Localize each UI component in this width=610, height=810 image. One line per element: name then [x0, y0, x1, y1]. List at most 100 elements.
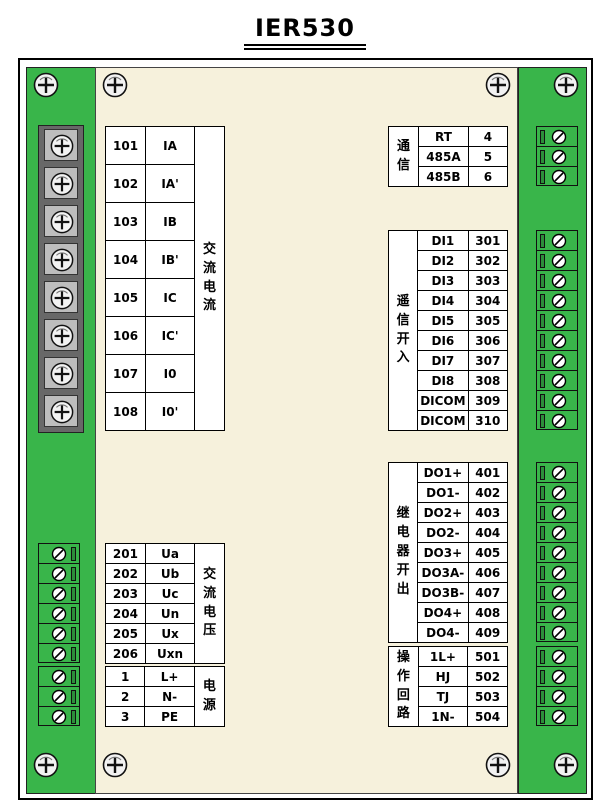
connector-screw-icon [39, 604, 79, 624]
signal-name: DO2+ [417, 502, 469, 523]
signal-name: 1N- [417, 706, 469, 727]
operation_loop-label: 操作回路 [389, 649, 417, 724]
plug-connector-block [536, 230, 578, 430]
signal-name: TJ [417, 686, 469, 707]
terminal-number: 103 [104, 202, 147, 241]
panel-screw-icon [102, 752, 128, 778]
signal-name: IA' [145, 164, 196, 203]
connector-screw-icon [537, 667, 577, 687]
table-row: DO3+405 [389, 542, 508, 563]
signal-name: Un [144, 603, 196, 624]
signal-name: DO1- [417, 482, 469, 503]
title-underline-2 [244, 48, 366, 50]
terminal-number: 105 [104, 278, 147, 317]
signal-name: DI2 [417, 250, 469, 271]
terminal-number: 104 [104, 240, 147, 279]
terminal-number: 303 [467, 270, 509, 291]
terminal-number: 107 [104, 354, 147, 393]
relay_output-label-char: 出 [396, 581, 410, 597]
terminal-number: 307 [467, 350, 509, 371]
signal-name: IB' [145, 240, 196, 279]
signal-name: IA [145, 126, 196, 165]
signal-name: DO2- [417, 522, 469, 543]
terminal-number: 108 [104, 392, 147, 431]
signal-name: IC' [145, 316, 196, 355]
rail-screw-icon [553, 752, 579, 778]
signal-name: DO3+ [417, 542, 469, 563]
connector-screw-icon [537, 687, 577, 707]
signal-name: N- [144, 686, 195, 707]
connector-screw-icon [39, 564, 79, 584]
signal-name: 485A [417, 146, 469, 167]
connector-screw-icon [537, 147, 577, 167]
power-group-cell: 电源 [193, 666, 226, 727]
connector-screw-icon [537, 271, 577, 291]
table-row: DO2-404 [389, 522, 508, 543]
signal-name: IC [145, 278, 196, 317]
connector-screw-icon [537, 523, 577, 543]
terminal-number: 407 [467, 582, 508, 603]
signal-name: DO1+ [417, 462, 469, 483]
terminal-number: 305 [467, 310, 509, 331]
binary_input-label-char: 信 [396, 312, 410, 328]
terminal-number: 203 [105, 583, 146, 604]
connector-screw-icon [39, 544, 79, 564]
device-title: IER530 [255, 14, 355, 42]
ac_current-label-char: 交 [203, 241, 217, 257]
terminal-number: 206 [105, 643, 146, 664]
ac_voltage-label-char: 压 [203, 623, 217, 639]
relay_output-label: 继电器开出 [390, 505, 417, 599]
table-row: 1N-504 [389, 706, 508, 727]
connector-screw-icon [537, 251, 577, 271]
connector-screw-icon [537, 707, 577, 727]
operation_loop-label-char: 回 [396, 687, 410, 703]
terminal-number: 502 [467, 666, 508, 687]
table-row: DO3A-406 [389, 562, 508, 583]
terminal-screw-icon [44, 205, 78, 237]
terminal-number: 304 [467, 290, 509, 311]
terminal-screw-icon [44, 281, 78, 313]
terminal-number: 101 [104, 126, 147, 165]
connector-screw-icon [39, 584, 79, 604]
terminal-number: 405 [467, 542, 508, 563]
terminal-number: 205 [105, 623, 146, 644]
terminal-number: 202 [105, 563, 146, 584]
table-row: DO4-409 [389, 622, 508, 643]
relay_output-label-char: 开 [396, 562, 410, 578]
terminal-number: 106 [104, 316, 147, 355]
connector-screw-icon [537, 543, 577, 563]
terminal-number: 306 [467, 330, 509, 351]
connector-screw-icon [537, 127, 577, 147]
terminal-screw-icon [44, 395, 78, 427]
signal-name: HJ [417, 666, 469, 687]
ac_voltage-label-char: 交 [203, 566, 217, 582]
terminal-number: 3 [104, 706, 146, 727]
signal-name: DI8 [417, 370, 469, 391]
comm-label-char: 信 [396, 157, 410, 173]
signal-name: Uxn [144, 643, 196, 664]
connector-screw-icon [537, 503, 577, 523]
connector-screw-icon [39, 624, 79, 644]
signal-name: I0' [145, 392, 196, 431]
signal-name: DI6 [417, 330, 469, 351]
terminal-number: 310 [467, 410, 509, 431]
panel-screw-icon [102, 72, 128, 98]
